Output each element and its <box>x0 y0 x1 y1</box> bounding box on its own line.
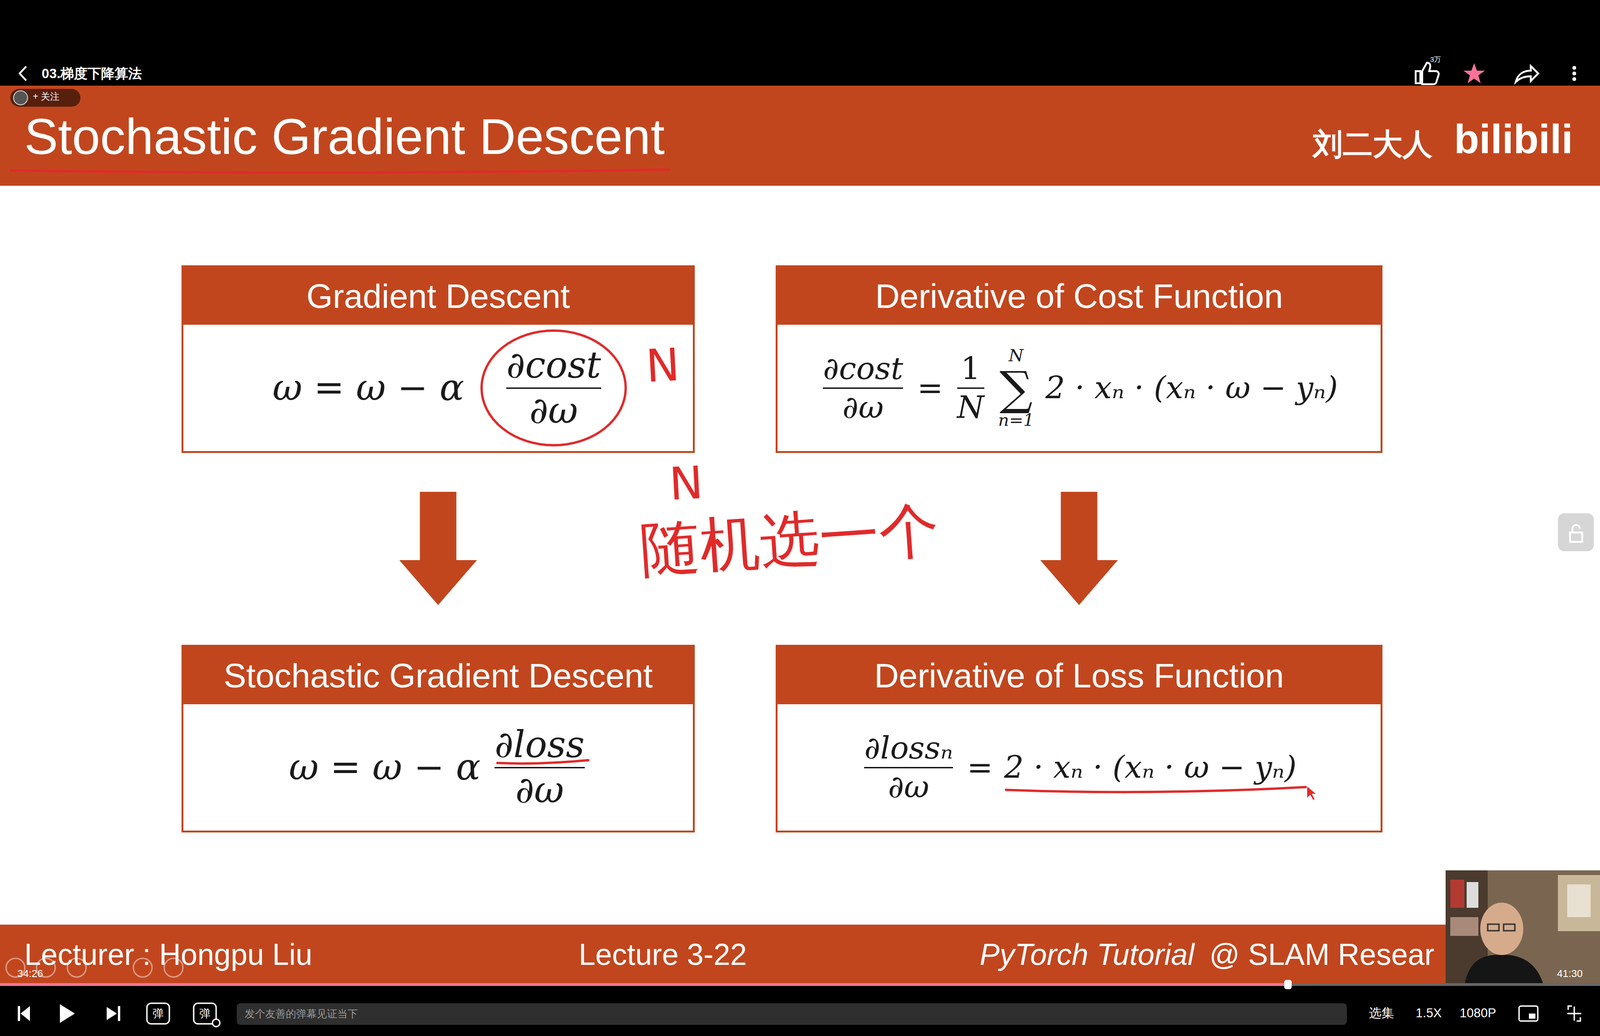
danmaku-input-box <box>236 1003 1347 1025</box>
platform-logo: bilibili <box>1454 115 1573 163</box>
progress-played <box>0 982 1288 986</box>
numerator: ∂loss <box>494 723 585 766</box>
handwritten-underline <box>1005 786 1306 793</box>
speed-button: 1.5X <box>1415 1005 1442 1021</box>
like-count: 3万 <box>1430 55 1441 64</box>
back-icon <box>19 66 27 81</box>
fraction-bar <box>957 387 985 389</box>
avatar <box>13 90 28 105</box>
denominator: N <box>957 389 985 426</box>
channel-name: 刘二大人 <box>1312 127 1433 162</box>
handwritten-note: N <box>644 338 681 393</box>
box-header: Derivative of Cost Function <box>777 267 1381 325</box>
prev-button <box>17 1005 30 1021</box>
handwritten-underline <box>10 169 670 173</box>
numerator: 1 <box>960 350 981 387</box>
more-icon <box>1572 65 1577 81</box>
favorite-icon <box>1463 63 1485 84</box>
formula-box: Derivative of Loss Function ∂lossₙ∂ω = 2 · … <box>775 644 1383 833</box>
like-icon <box>1415 62 1439 85</box>
summation: N∑n=1 <box>998 346 1035 429</box>
danmaku-settings: 弹 <box>199 1006 211 1020</box>
lecturer-name: Lecturer : Hongpu Liu <box>24 937 313 973</box>
box-header: Stochastic Gradient Descent <box>183 646 693 705</box>
formula-text: = <box>967 749 993 786</box>
quality-button: 1080P <box>1459 1005 1497 1021</box>
follow-pill <box>10 88 81 107</box>
follow-button: + 关注 <box>32 91 60 102</box>
lock-button <box>1557 513 1594 552</box>
formula-text: 2 · xₙ · (xₙ · ω − yₙ) <box>1003 749 1297 786</box>
numerator: ∂lossₙ <box>864 730 953 766</box>
course-name: PyTorch Tutorial <box>979 937 1195 973</box>
numerator: ∂cost <box>506 344 601 387</box>
denominator: ∂ω <box>887 769 930 805</box>
fraction: ∂cost∂ω <box>820 350 906 426</box>
fullscreen-button <box>1567 1005 1582 1021</box>
formula-box: Stochastic Gradient Descentω = ω − α∂los… <box>181 644 695 833</box>
slide-title: Stochastic Gradient Descent <box>24 107 665 166</box>
fraction-bar <box>506 387 601 389</box>
denominator: ∂ω <box>529 389 578 432</box>
formula-box: Gradient Descent ω = ω − α ∂cost∂ω <box>181 265 695 453</box>
course-affiliation: @ SLAM Resear <box>1209 937 1435 973</box>
formula-area: ∂cost∂ω=1NN∑n=12 · xₙ · (xₙ · ω − yₙ) <box>777 324 1381 451</box>
pip-button <box>1519 1005 1538 1021</box>
progress-rest <box>1287 982 1600 986</box>
danmaku-toggle: 弹 <box>152 1006 164 1020</box>
block-arrow <box>1040 491 1119 605</box>
fraction-bar <box>864 766 953 769</box>
danmaku-input: 发个友善的弹幕见证当下 <box>244 1007 358 1020</box>
formula-area: ω = ω − α∂loss∂ω <box>183 704 693 831</box>
formula-text: = <box>916 370 943 406</box>
share-icon <box>1515 65 1539 82</box>
box-header: Gradient Descent <box>183 267 693 325</box>
fraction-bar <box>822 387 903 389</box>
top-bar <box>0 0 1600 86</box>
formula-text: ω = ω − α <box>272 366 465 409</box>
progress-knob <box>1284 979 1292 990</box>
formula-box: Derivative of Cost Function∂cost∂ω=1NN∑n… <box>775 265 1383 453</box>
danmaku-toggle-frame <box>146 1003 170 1024</box>
handwritten-circle <box>481 330 626 446</box>
formula-text: ω = ω − α <box>288 746 481 789</box>
denominator: ∂ω <box>842 389 884 426</box>
handwritten-note: N <box>668 456 705 510</box>
sum-sign: ∑ <box>999 364 1033 412</box>
lecture-number: Lecture 3-22 <box>578 937 747 973</box>
fraction: ∂lossₙ∂ω <box>861 730 956 805</box>
fraction-bar <box>494 766 585 769</box>
sum-limit: N <box>1008 346 1024 365</box>
denominator: ∂ω <box>515 769 564 812</box>
formula-area: ω = ω − α ∂cost∂ω <box>183 324 693 451</box>
fraction: ∂loss∂ω <box>491 723 588 811</box>
block-arrow <box>399 491 478 605</box>
box-header: Derivative of Loss Function <box>777 646 1381 705</box>
fraction: ∂cost∂ω <box>503 344 604 432</box>
webcam-feed <box>1445 870 1600 986</box>
sum-limit: n=1 <box>998 411 1035 430</box>
video-title: 03.梯度下降算法 <box>41 65 142 82</box>
fraction: 1N <box>954 350 988 426</box>
numerator: ∂cost <box>822 350 903 387</box>
pointer-cursor <box>1307 785 1317 800</box>
total-time: 41:30 <box>1556 967 1583 980</box>
play-button <box>59 1003 75 1023</box>
formula-area: ∂lossₙ∂ω = 2 · xₙ · (xₙ · ω − yₙ) <box>777 704 1381 831</box>
formula-text: 2 · xₙ · (xₙ · ω − yₙ) <box>1045 370 1338 406</box>
episode-button: 选集 <box>1368 1005 1395 1021</box>
next-button <box>106 1005 121 1021</box>
settings-gear <box>212 1018 220 1027</box>
current-time: 34:26 <box>17 967 44 980</box>
